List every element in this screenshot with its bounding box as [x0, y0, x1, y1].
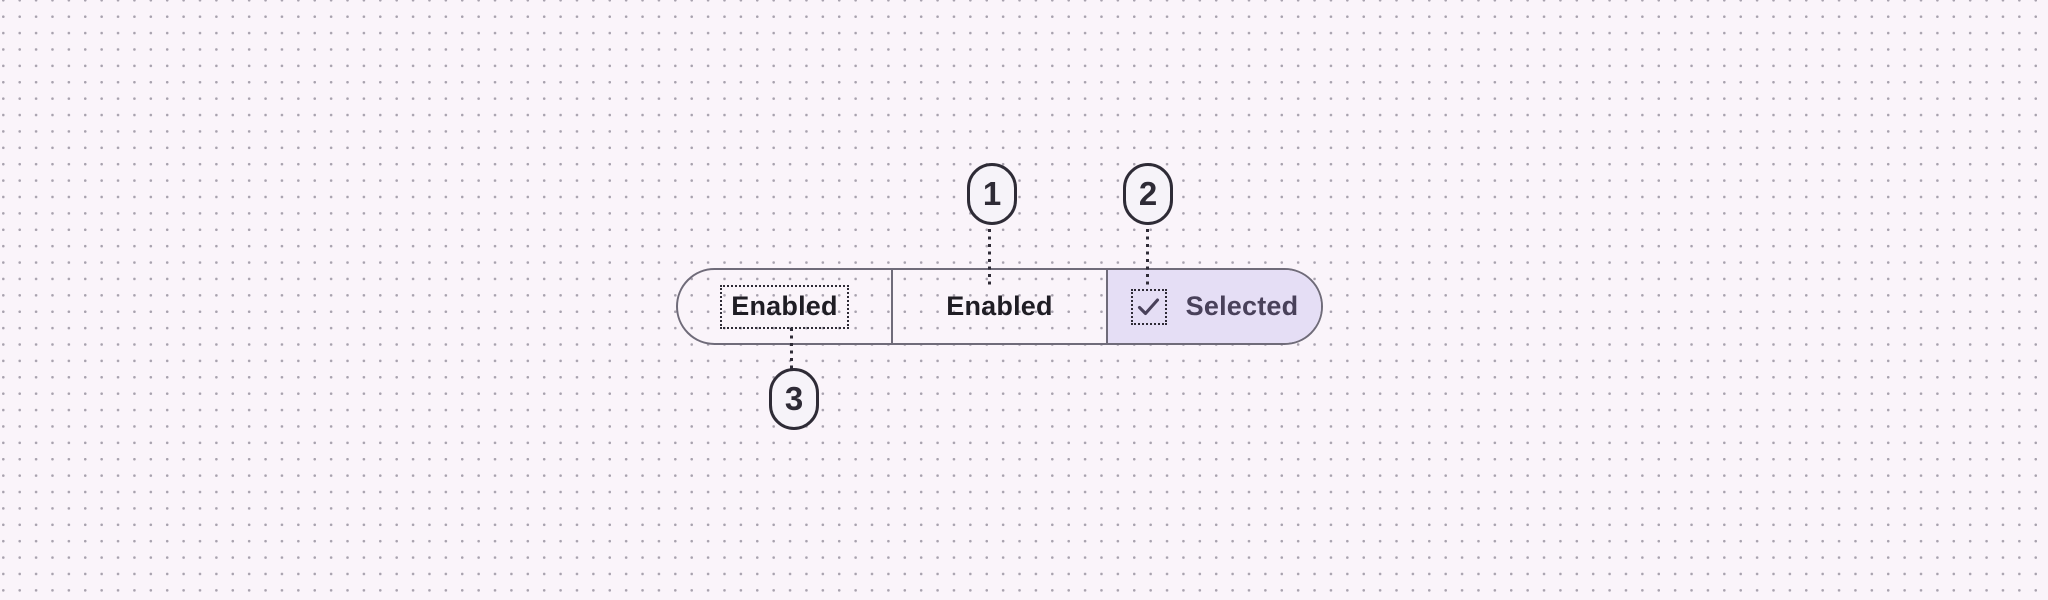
checkmark-icon — [1138, 298, 1160, 316]
leader-line-2 — [1146, 229, 1149, 289]
callout-badge-3: 3 — [769, 368, 819, 430]
callout-number: 3 — [784, 380, 804, 417]
segment-button-enabled-2[interactable]: Enabled — [891, 270, 1106, 343]
segment-button-selected[interactable]: Selected — [1106, 270, 1321, 343]
callout-badge-2: 2 — [1123, 163, 1173, 225]
segment-label: Enabled — [731, 290, 838, 321]
segment-label: Enabled — [946, 291, 1053, 321]
leader-line-1 — [988, 229, 991, 287]
icon-annotation-box — [1130, 288, 1167, 325]
segment-button-enabled-1[interactable]: Enabled — [678, 270, 891, 343]
callout-number: 1 — [982, 175, 1002, 212]
segment-label: Selected — [1185, 291, 1299, 321]
callout-number: 2 — [1138, 175, 1158, 212]
label-text-annotation-box: Enabled — [720, 284, 849, 329]
leader-line-3 — [790, 328, 793, 369]
segmented-button-group: Enabled Enabled Selected — [676, 268, 1323, 345]
callout-badge-1: 1 — [967, 163, 1017, 225]
